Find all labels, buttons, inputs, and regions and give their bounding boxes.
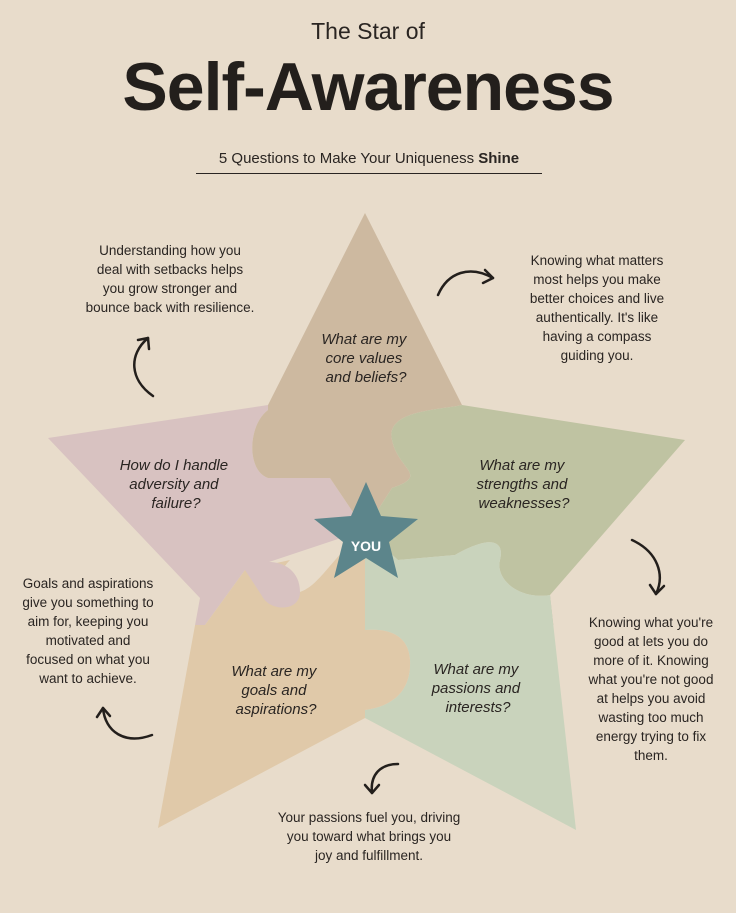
question-strengths: What are my strengths and weaknesses? xyxy=(476,457,571,512)
center-label: YOU xyxy=(351,538,381,554)
description-line: guiding you. xyxy=(560,348,634,363)
description-line: bounce back with resilience. xyxy=(85,300,255,315)
description-line: joy and fulfillment. xyxy=(314,848,424,863)
description-values: Knowing what matters most helps you make… xyxy=(510,251,684,365)
description-line: deal with setbacks helps xyxy=(96,262,244,277)
description-line: Knowing what matters xyxy=(530,253,664,268)
description-line: you grow stronger and xyxy=(102,281,238,296)
curved-arrow-icon xyxy=(630,538,666,596)
tagline-emphasis: Shine xyxy=(478,150,520,167)
description-line: Knowing what you're xyxy=(588,615,714,630)
curved-arrow-icon xyxy=(436,268,495,297)
description-line: energy trying to fix xyxy=(595,729,707,744)
description-line: Your passions fuel you, driving xyxy=(277,810,461,825)
description-line: motivated and xyxy=(45,633,131,648)
question-values: What are my core values and beliefs? xyxy=(321,331,410,386)
question-passions: What are my passions and interests? xyxy=(431,661,525,716)
kicker-title: The Star of xyxy=(311,18,425,44)
curved-arrow-icon xyxy=(363,762,400,795)
description-line: you toward what brings you xyxy=(286,829,452,844)
description-line: good at lets you do xyxy=(593,634,709,649)
description-line: want to achieve. xyxy=(39,671,137,686)
description-line: them. xyxy=(634,748,668,763)
tagline: 5 Questions to Make Your Uniqueness Shin… xyxy=(196,150,542,174)
description-line: better choices and live xyxy=(529,291,665,306)
tagline-text: 5 Questions to Make Your Uniqueness xyxy=(218,150,479,167)
description-line: focused on what you xyxy=(26,652,150,667)
description-line: Goals and aspirations xyxy=(22,576,154,591)
description-line: authentically. It's like xyxy=(535,310,659,325)
question-adversity: How do I handle adversity and failure? xyxy=(120,457,233,512)
center-star xyxy=(314,482,418,578)
description-line: aim for, keeping you xyxy=(27,614,149,629)
description-goals: Goals and aspirations give you something… xyxy=(8,574,168,688)
top-piece xyxy=(252,213,462,530)
puzzle-tab-left xyxy=(245,561,300,608)
question-goals: What are my goals and aspirations? xyxy=(231,663,320,718)
description-line: at helps you avoid xyxy=(596,691,706,706)
curved-arrow-icon xyxy=(133,336,155,398)
description-line: what you're not good xyxy=(588,672,714,687)
description-adversity: Understanding how you deal with setbacks… xyxy=(72,241,268,317)
description-line: having a compass xyxy=(542,329,652,344)
description-line: most helps you make xyxy=(533,272,661,287)
description-passions: Your passions fuel you, driving you towa… xyxy=(258,808,480,865)
curved-arrow-icon xyxy=(95,706,154,740)
main-title: Self-Awareness xyxy=(122,49,614,125)
description-line: give you something to xyxy=(22,595,154,610)
description-line: Understanding how you xyxy=(99,243,241,258)
description-line: more of it. Knowing xyxy=(593,653,709,668)
description-strengths: Knowing what you're good at lets you do … xyxy=(571,613,731,765)
description-line: wasting too much xyxy=(598,710,704,725)
